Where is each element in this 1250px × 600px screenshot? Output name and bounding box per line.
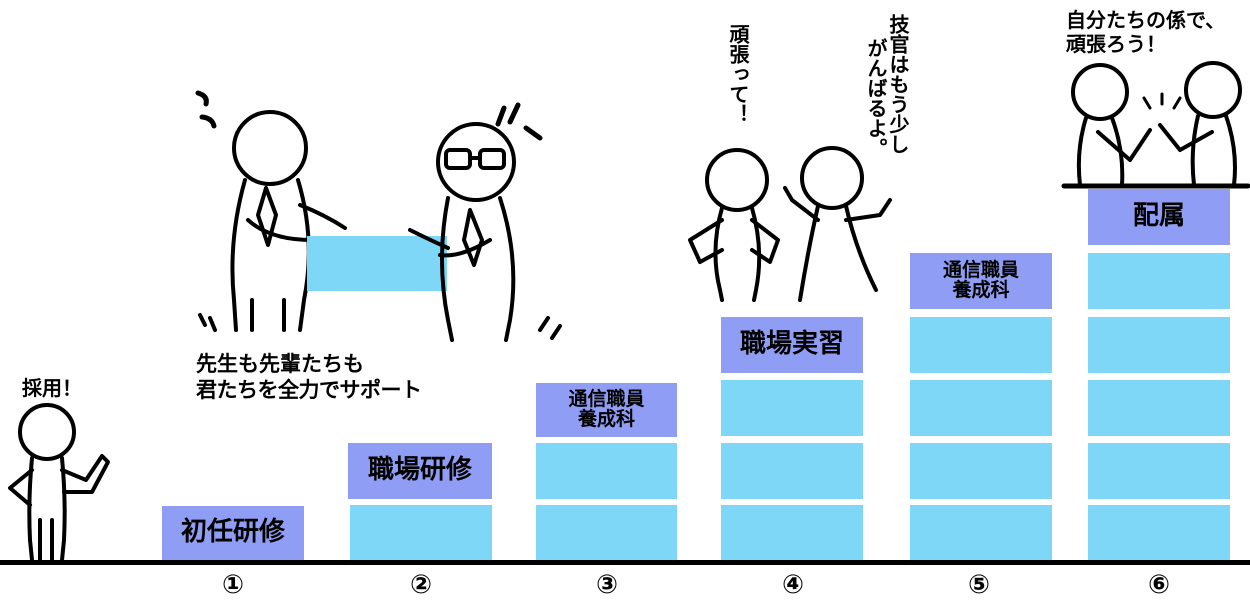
support-speech-line-2: 君たちを全力でサポート [196,378,422,402]
step-number: ④ [781,570,804,600]
senior-with-glasses-figure [408,102,562,342]
step-number: ① [221,570,244,600]
step-1-label: 初任研修 [162,506,304,560]
step-6-block [1088,443,1230,499]
step-6-block [1088,253,1230,309]
gikan-speech-col-1: 技官はもう少し [886,14,910,154]
step-4-label: 職場実習 [721,317,863,373]
step-5-label: 通信職員 養成科 [910,253,1052,309]
step-5-block [910,443,1052,499]
step-5-block [910,317,1052,373]
step-2-label: 職場研修 [348,443,492,499]
encouraging-person-figure [688,148,780,302]
gikan-speech-col-2: がんばるよ。 [864,38,888,158]
teacher-figure [195,90,347,332]
step-number: ② [409,570,432,600]
final-speech-line-1: 自分たちの係で、 [1066,8,1226,32]
handshake-figures [1061,61,1250,189]
step-6-block [1088,380,1230,436]
step-2-block [350,505,492,560]
step-6-block [1088,317,1230,373]
cheering-person-figure [783,146,892,302]
step-3-block [536,443,677,499]
ganbatte-speech: 頑張って！ [726,24,750,124]
hired-speech: 採用！ [22,376,82,400]
step-4-block [721,505,863,560]
final-speech-line-2: 頑張ろう！ [1066,32,1166,56]
step-4-block [721,380,863,436]
step-5-block [910,380,1052,436]
step-3-label: 通信職員 養成科 [536,383,677,437]
step-6-block [1088,505,1230,560]
step-number: ⑥ [1147,570,1170,600]
step-5-block [910,505,1052,560]
step-3-block [536,505,677,560]
step-number: ⑤ [967,570,990,600]
carried-box [307,236,447,291]
support-speech-line-1: 先生も先輩たちも [196,352,364,376]
step-number: ③ [595,570,618,600]
step-4-block [721,443,863,499]
person-hired-figure [8,403,110,562]
ground-line [0,560,1250,565]
step-6-label: 配属 [1088,189,1230,245]
